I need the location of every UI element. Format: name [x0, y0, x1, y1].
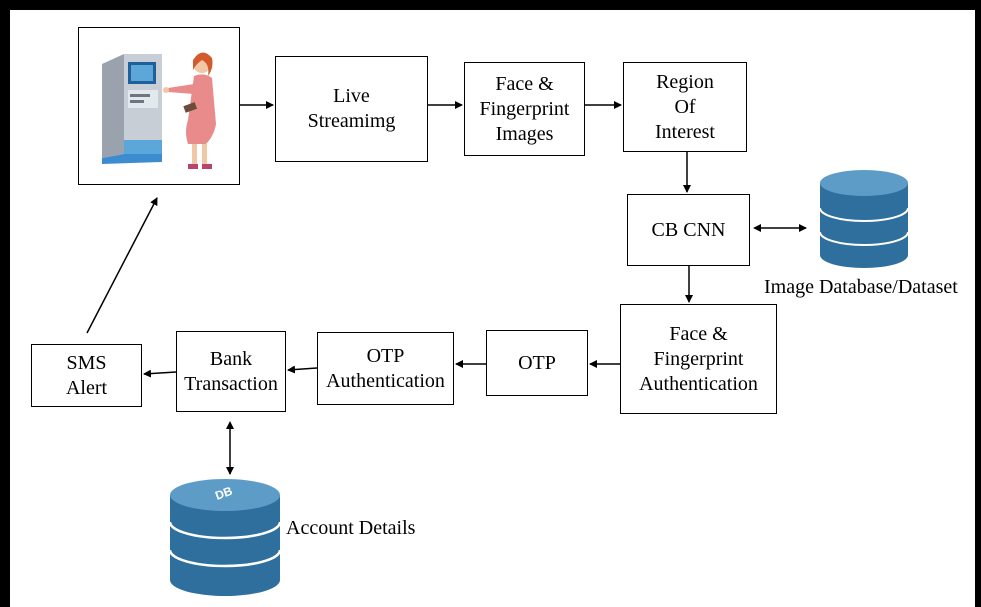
db-cylinder-label: DB — [213, 484, 234, 503]
otp-authentication-node: OTP Authentication — [317, 332, 454, 405]
arrow-sms-to-atm — [86, 197, 158, 334]
atm-user-icon — [102, 52, 216, 169]
bank-transaction-node: Bank Transaction — [176, 331, 286, 412]
cb-cnn-node: CB CNN — [627, 194, 750, 266]
atm-illustration-box — [78, 27, 240, 185]
arrow-bank-to-sms — [143, 369, 177, 378]
live-streaming-node: Live Streamimg — [275, 56, 428, 162]
region-of-interest-node: Region Of Interest — [623, 62, 747, 152]
account-database-icon: DB — [168, 479, 282, 596]
face-fingerprint-authentication-node: Face & Fingerprint Authentication — [620, 304, 777, 414]
arrow-otpauth-to-bank — [287, 365, 318, 374]
image-database-icon — [819, 170, 909, 268]
image-database-label: Image Database/Dataset — [764, 276, 958, 298]
face-fingerprint-images-node: Face & Fingerprint Images — [464, 62, 585, 156]
otp-node: OTP — [486, 330, 588, 396]
sms-alert-node: SMS Alert — [31, 344, 142, 407]
account-details-label: Account Details — [286, 517, 416, 539]
